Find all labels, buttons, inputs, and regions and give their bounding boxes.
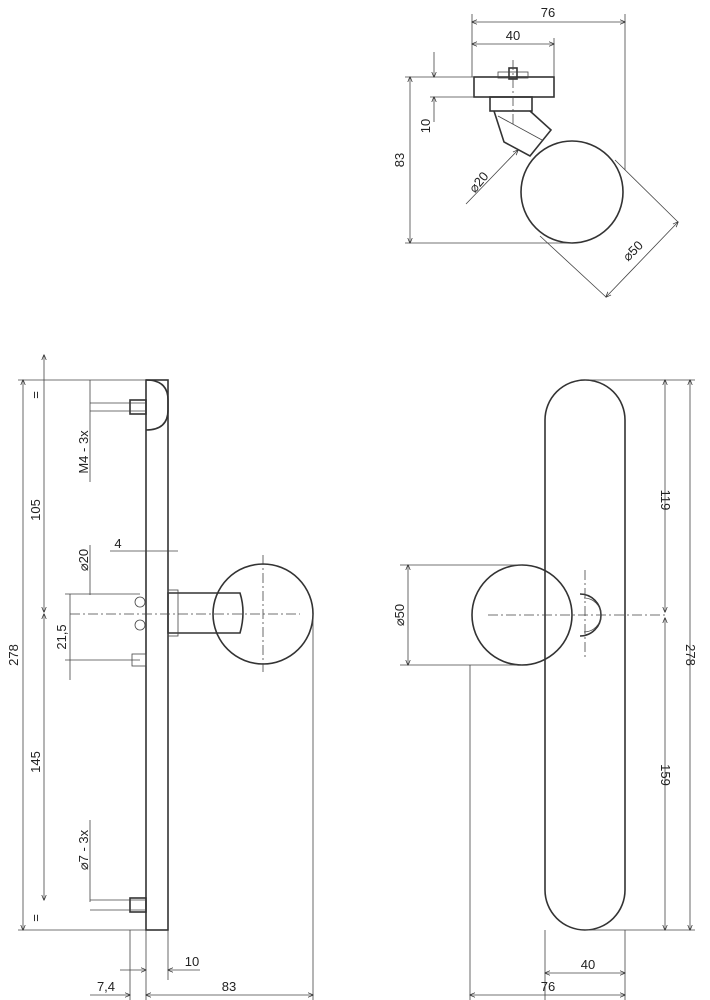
- top-dim-dia20: ⌀20: [466, 169, 492, 196]
- side-equal-top: =: [28, 391, 43, 399]
- side-hole-bottom: [134, 619, 146, 631]
- front-dim-159: 159: [658, 764, 673, 786]
- side-equal-bottom: =: [28, 914, 43, 922]
- side-rose-ring: [167, 589, 179, 637]
- front-view: ⌀50 278 119 159 40 76: [392, 379, 698, 1000]
- side-hole-label: ⌀7 - 3x: [76, 829, 91, 870]
- front-dim-76: 76: [541, 979, 555, 994]
- side-neck: [167, 592, 244, 634]
- side-bottom-screw: [129, 897, 147, 913]
- top-knob: [520, 140, 624, 244]
- side-hole-top: [134, 596, 146, 608]
- side-dim-dia20: ⌀20: [76, 549, 91, 571]
- top-dim-76: 76: [541, 5, 555, 20]
- side-dim-10: 10: [185, 954, 199, 969]
- side-top-cap: [145, 379, 169, 431]
- side-dim-4: 4: [114, 536, 121, 551]
- front-dim-40: 40: [581, 957, 595, 972]
- top-dim-dia50: ⌀50: [620, 238, 646, 264]
- side-top-screw: [129, 399, 147, 415]
- top-neck-line: [497, 115, 543, 141]
- top-view: 76 40 10 83 ⌀20 ⌀50: [392, 5, 678, 297]
- side-dim-7-4: 7,4: [97, 979, 115, 994]
- front-dim-278: 278: [683, 644, 698, 666]
- side-view: 278 105 145 = = M4 - 3x ⌀20 4 21,5 ⌀7 - …: [6, 355, 314, 1000]
- top-hub: [489, 96, 533, 112]
- top-dim-40: 40: [506, 28, 520, 43]
- top-rose-plate: [473, 76, 555, 98]
- side-dim-145: 145: [28, 751, 43, 773]
- top-dim-dia50-line: [606, 222, 678, 297]
- side-dim-83: 83: [222, 979, 236, 994]
- top-neck: [493, 110, 553, 158]
- front-dim-dia50: ⌀50: [392, 604, 407, 626]
- front-dim-119: 119: [658, 490, 673, 511]
- top-dim-83: 83: [392, 153, 407, 167]
- side-dim-105: 105: [28, 499, 43, 521]
- side-dim-278: 278: [6, 644, 21, 666]
- top-dim-10: 10: [418, 119, 433, 133]
- side-thread-label: M4 - 3x: [76, 430, 91, 474]
- side-dim-21-5: 21,5: [54, 624, 69, 649]
- side-backplate: [145, 379, 169, 931]
